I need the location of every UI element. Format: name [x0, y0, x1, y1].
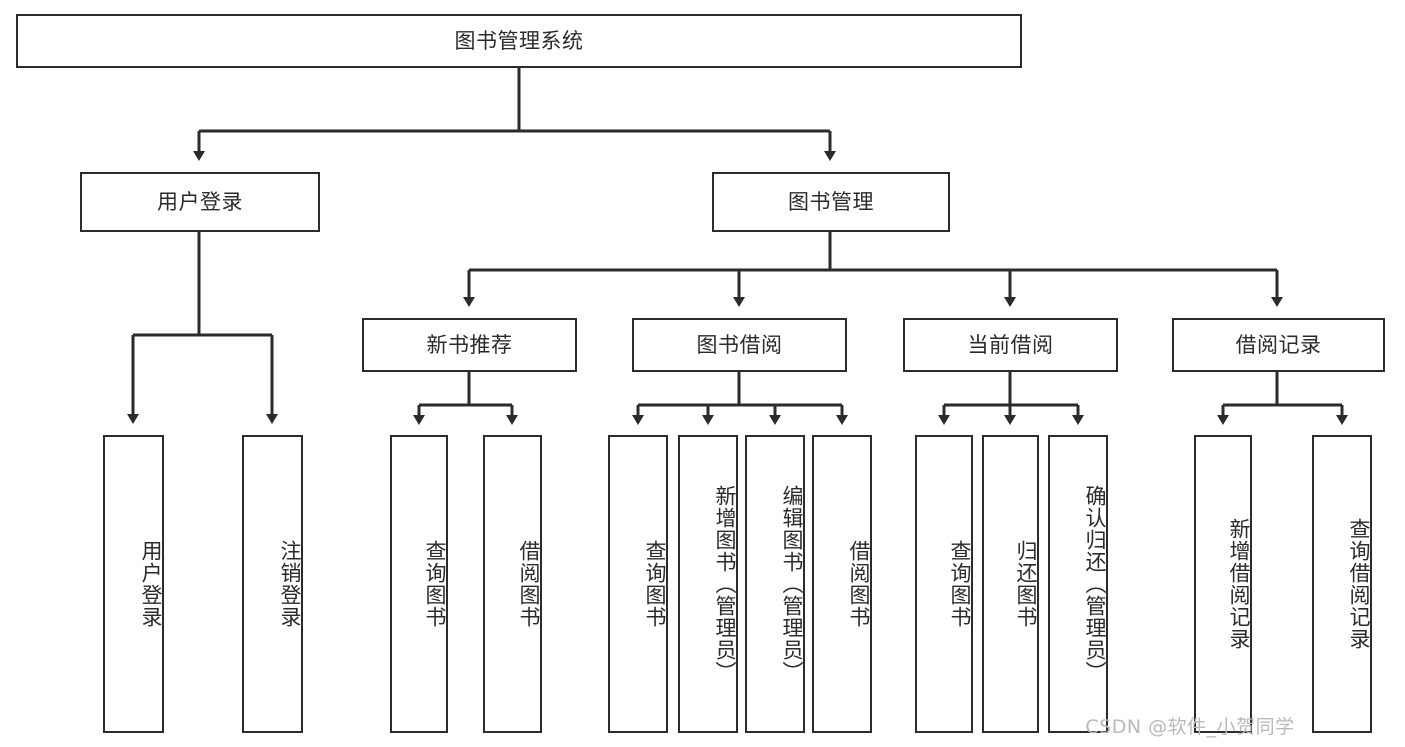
node-book-borrow-label: 图书借阅 — [696, 332, 783, 357]
node-leaf-return-book[interactable]: 归还图书 — [982, 435, 1039, 733]
node-leaf-add-borrow-record[interactable]: 新增借阅记录 — [1194, 435, 1252, 733]
node-leaf-edit-book-admin-label: 编辑图书（管理员） — [780, 485, 804, 683]
node-root[interactable]: 图书管理系统 — [16, 14, 1022, 68]
node-leaf-add-borrow-record-label: 新增借阅记录 — [1227, 518, 1251, 650]
node-leaf-add-book-admin[interactable]: 新增图书（管理员） — [678, 435, 738, 733]
node-borrow-record[interactable]: 借阅记录 — [1172, 318, 1385, 372]
node-leaf-query-book-borrow-label: 查询图书 — [643, 540, 667, 628]
node-leaf-user-login[interactable]: 用户登录 — [103, 435, 164, 733]
node-user-login[interactable]: 用户登录 — [80, 172, 320, 232]
node-book-manage-label: 图书管理 — [788, 189, 874, 214]
csdn-watermark: CSDN @软件_小贺同学 — [1085, 716, 1295, 738]
node-leaf-query-book-recommend[interactable]: 查询图书 — [390, 435, 448, 733]
node-root-label: 图书管理系统 — [454, 28, 584, 53]
node-leaf-borrow-book-label: 借阅图书 — [847, 540, 871, 628]
node-leaf-query-borrow-record-label: 查询借阅记录 — [1347, 518, 1371, 650]
node-new-book-recommend-label: 新书推荐 — [426, 332, 513, 357]
node-leaf-logout[interactable]: 注销登录 — [242, 435, 303, 733]
node-leaf-borrow-book-recommend-label: 借阅图书 — [517, 540, 541, 628]
node-borrow-record-label: 借阅记录 — [1235, 332, 1322, 357]
node-leaf-return-book-label: 归还图书 — [1014, 540, 1038, 628]
node-leaf-confirm-return-admin[interactable]: 确认归还（管理员） — [1048, 435, 1108, 733]
node-book-borrow[interactable]: 图书借阅 — [632, 318, 847, 372]
node-leaf-edit-book-admin[interactable]: 编辑图书（管理员） — [745, 435, 805, 733]
node-book-manage[interactable]: 图书管理 — [712, 172, 950, 232]
node-leaf-query-book-recommend-label: 查询图书 — [423, 540, 447, 628]
node-leaf-borrow-book[interactable]: 借阅图书 — [812, 435, 872, 733]
node-leaf-logout-label: 注销登录 — [278, 540, 302, 628]
node-leaf-query-book-borrow[interactable]: 查询图书 — [608, 435, 668, 733]
node-leaf-borrow-book-recommend[interactable]: 借阅图书 — [483, 435, 542, 733]
node-current-borrow[interactable]: 当前借阅 — [903, 318, 1118, 372]
node-current-borrow-label: 当前借阅 — [967, 332, 1054, 357]
node-leaf-add-book-admin-label: 新增图书（管理员） — [713, 485, 737, 683]
node-leaf-query-book-current-label: 查询图书 — [948, 540, 972, 628]
node-new-book-recommend[interactable]: 新书推荐 — [362, 318, 577, 372]
node-leaf-confirm-return-admin-label: 确认归还（管理员） — [1083, 485, 1107, 683]
node-leaf-query-borrow-record[interactable]: 查询借阅记录 — [1312, 435, 1372, 733]
node-user-login-label: 用户登录 — [157, 189, 243, 214]
node-leaf-query-book-current[interactable]: 查询图书 — [915, 435, 973, 733]
node-leaf-user-login-label: 用户登录 — [139, 540, 163, 628]
